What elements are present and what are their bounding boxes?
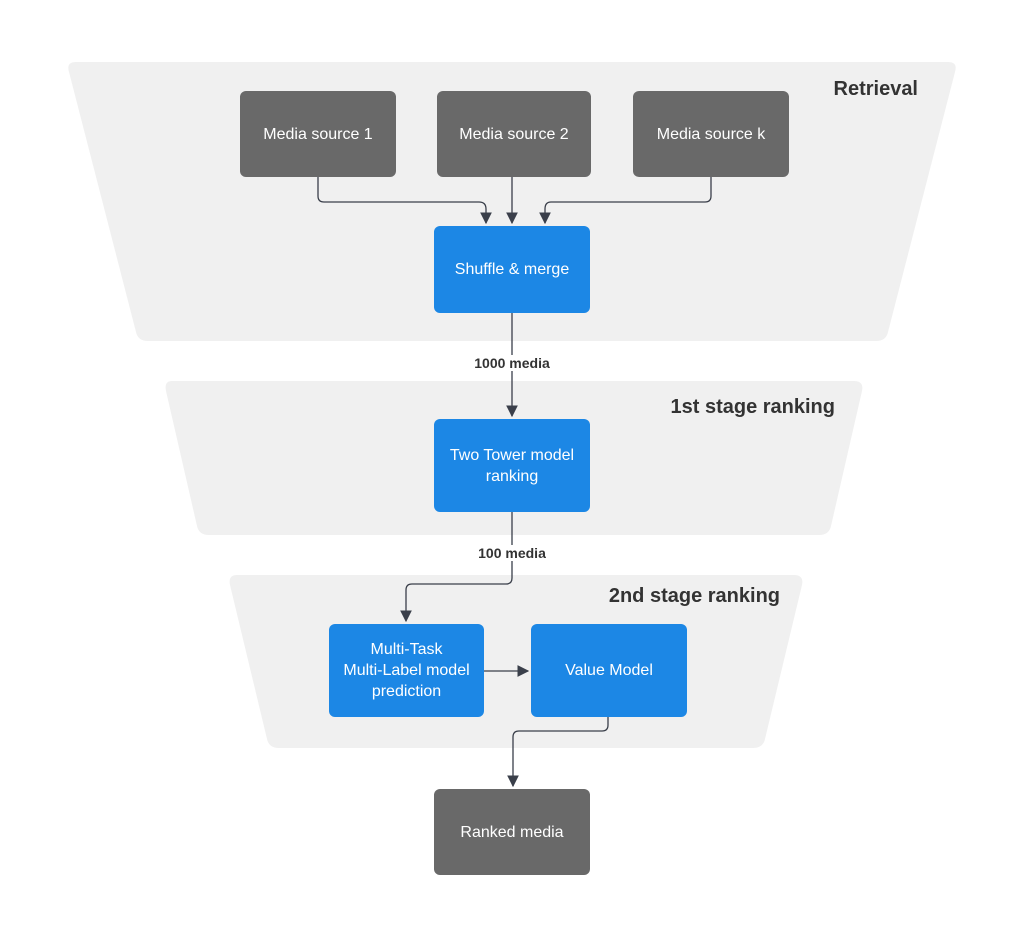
mtml-label-line1: Multi-Task xyxy=(370,641,443,658)
edge-value-model-to-ranked xyxy=(507,717,609,788)
value-model-label: Value Model xyxy=(565,662,653,679)
media-source-2-node: Media source 2 xyxy=(437,91,591,177)
first-stage-ranking-title: 1st stage ranking xyxy=(670,396,835,418)
media-source-k-label: Media source k xyxy=(656,125,766,143)
value-model-node: Value Model xyxy=(531,624,687,717)
media-source-1-node: Media source 1 xyxy=(240,91,396,177)
two-tower-ranking-node: Two Tower model ranking xyxy=(434,419,590,512)
edge-label-100-media: 100 media xyxy=(475,545,549,561)
edge-two-tower-to-mtml xyxy=(400,512,513,623)
two-tower-label-line2: ranking xyxy=(485,467,539,485)
retrieval-stage-title: Retrieval xyxy=(833,78,919,100)
multi-task-multi-label-node: Multi-Task Multi-Label model prediction xyxy=(329,624,484,717)
media-source-k-node: Media source k xyxy=(633,91,789,177)
edge-source1-to-merge xyxy=(317,177,492,225)
edge-label-1000-media: 1000 media xyxy=(471,355,553,371)
mtml-label-line2: Multi-Label model xyxy=(343,662,470,679)
shuffle-merge-node: Shuffle & merge xyxy=(434,226,590,313)
second-stage-ranking-title: 2nd stage ranking xyxy=(608,585,780,607)
ranked-media-label: Ranked media xyxy=(460,823,564,841)
ranked-media-node: Ranked media xyxy=(434,789,590,875)
media-source-2-label: Media source 2 xyxy=(459,125,569,143)
shuffle-merge-label: Shuffle & merge xyxy=(454,261,570,278)
media-source-1-label: Media source 1 xyxy=(263,125,373,143)
mtml-label-line3: prediction xyxy=(371,683,442,700)
two-tower-label-line1: Two Tower model xyxy=(449,446,575,464)
edge-sourcek-to-merge xyxy=(539,177,712,225)
